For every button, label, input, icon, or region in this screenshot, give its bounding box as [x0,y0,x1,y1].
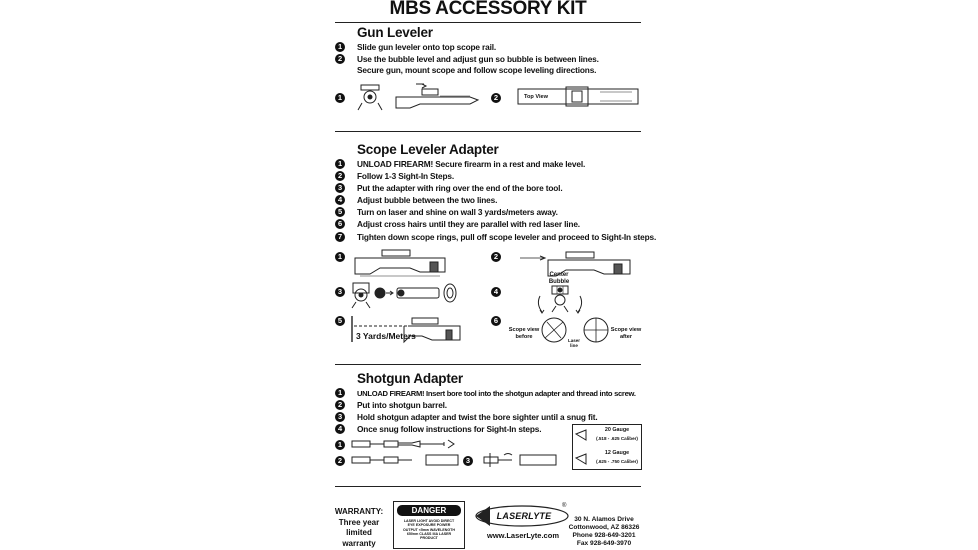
figure-number: 1 [335,252,345,262]
title-rule [335,22,641,23]
step-text: Slide gun leveler onto top scope rail. [357,42,497,52]
scope-leveler-step: 1 UNLOAD FIREARM! Secure firearm in a res… [335,159,585,170]
figure-number: 2 [335,456,345,466]
step-text: UNLOAD FIREARM! Insert bore tool into th… [357,389,636,398]
scope-view-before-label: Scope view before [508,327,540,340]
warranty-line: Three year [338,517,380,527]
figure-number: 1 [335,93,345,103]
section-heading-shotgun: Shotgun Adapter [357,371,463,386]
danger-label: DANGER LASER LIGHT AVOID DIRECT EYE EXPO… [393,501,465,549]
step-text: Use the bubble level and adjust gun so b… [357,54,599,64]
phone-line: Phone 928-649-3201 [572,532,636,539]
gauge-20-range: (.518 - .625 Caliber) [596,436,638,441]
shotgun-step: 4 Once snug follow instructions for Sight… [335,424,542,435]
step-text: Put the adapter with ring over the end o… [357,183,563,193]
registered-mark: ® [562,503,567,509]
section-heading-scope-leveler: Scope Leveler Adapter [357,142,499,157]
step-text: Once snug follow instructions for Sight-… [357,424,542,434]
scope-leveler-step: 3 Put the adapter with ring over the end … [335,183,563,194]
step-text: Turn on laser and shine on wall 3 yards/… [357,207,558,217]
gauge-chart [572,424,642,470]
step-text: Tighten down scope rings, pull off scope… [357,232,657,242]
step-text: Hold shotgun adapter and twist the bore … [357,412,598,422]
step-number: 1 [335,42,345,52]
figure-number: 3 [335,287,345,297]
danger-banner: DANGER [397,505,461,516]
fax-line: Fax 928-649-3970 [576,540,632,547]
scope-leveler-step: 4 Adjust bubble between the two lines. [335,195,497,206]
page-title: MBS ACCESSORY KIT [389,0,587,19]
step-text: Put into shotgun barrel. [357,400,447,410]
distance-label: 3 Yards/Meters [356,331,416,341]
laser-line-label: Laser line [567,338,580,348]
address-line: Cottonwood, AZ 86326 [568,524,640,531]
gauge-12-range: (.625 - .750 Caliber) [596,459,638,464]
warranty-block: WARRANTY: Three year limited warranty [330,507,388,549]
shotgun-step: 2 Put into shotgun barrel. [335,400,447,411]
step-text: Adjust bubble between the two lines. [357,195,498,205]
step-number: 2 [335,400,345,410]
gun-leveler-step: 1 Slide gun leveler onto top scope rail. [335,42,496,53]
step-number: 2 [335,171,345,181]
step-text-continued: Secure gun, mount scope and follow scope… [357,65,597,75]
step-number: 3 [335,183,345,193]
section-rule [335,486,641,487]
figure-number: 3 [463,456,473,466]
step-number: 4 [335,424,345,434]
figure-number: 4 [491,287,501,297]
section-rule [335,364,641,365]
warranty-heading: WARRANTY: [334,507,384,516]
scope-leveler-step: 7 Tighten down scope rings, pull off scop… [335,232,656,243]
step-number: 2 [335,54,345,64]
address-block: 30 N. Alamos Drive Cottonwood, AZ 86326 … [566,516,642,548]
gauge-20-label: 20 Gauge [604,427,630,433]
step-number: 3 [335,412,345,422]
step-text: Follow 1-3 Sight-In Steps. [357,171,455,181]
step-text: Adjust cross hairs until they are parall… [357,219,580,229]
figure-number: 2 [491,93,501,103]
warranty-line: limited warranty [342,528,376,548]
scope-leveler-step: 5 Turn on laser and shine on wall 3 yards… [335,207,558,218]
gauge-12-label: 12 Gauge [604,450,630,456]
step-number: 1 [335,159,345,169]
section-rule [335,131,641,132]
step-text: UNLOAD FIREARM! Secure firearm in a rest… [357,159,586,169]
step-number: 7 [335,232,345,242]
figure-number: 2 [491,252,501,262]
website-link[interactable]: www.LaserLyte.com [487,531,559,540]
top-view-label: Top View [523,94,549,100]
brand-logo: LASERLYTE [496,511,552,521]
step-number: 1 [335,388,345,398]
step-number: 6 [335,219,345,229]
center-bubble-label: Center Bubble [548,272,570,285]
figure-number: 5 [335,316,345,326]
shotgun-step: 1 UNLOAD FIREARM! Insert bore tool into t… [335,388,636,399]
section-heading-gun-leveler: Gun Leveler [357,25,433,40]
scope-leveler-step: 6 Adjust cross hairs until they are paral… [335,219,580,230]
danger-text: LASER LIGHT AVOID DIRECT EYE EXPOSURE PO… [403,519,455,541]
figure-number: 1 [335,440,345,450]
figure-number: 6 [491,316,501,326]
step-number: 4 [335,195,345,205]
address-line: 30 N. Alamos Drive [574,516,634,523]
shotgun-step: 3 Hold shotgun adapter and twist the bore… [335,412,598,423]
step-number: 5 [335,207,345,217]
gun-leveler-step: 2 Use the bubble level and adjust gun so … [335,54,599,76]
scope-view-after-label: Scope view after [610,327,642,340]
scope-leveler-step: 2 Follow 1-3 Sight-In Steps. [335,171,454,182]
